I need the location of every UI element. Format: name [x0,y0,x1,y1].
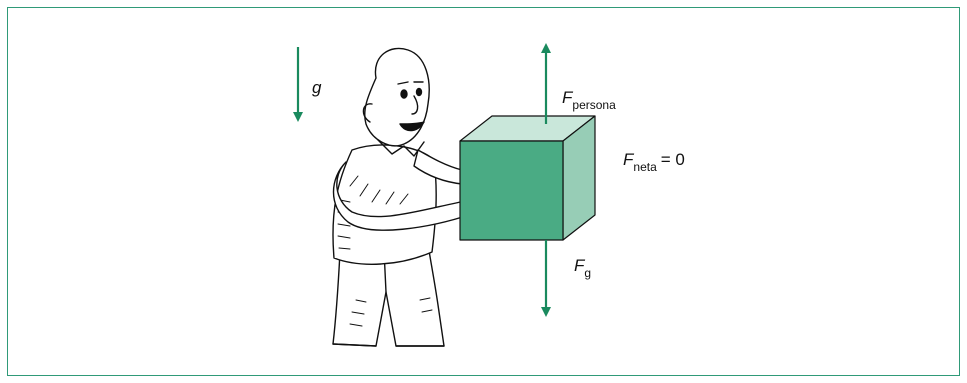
net-force-label: Fneta= 0 [623,150,685,174]
gravity-label: g [312,78,322,97]
box [459,115,596,241]
gravity-force-label: Fg [574,256,591,280]
person-force-label: Fpersona [562,88,616,112]
box-front-face [459,140,564,241]
